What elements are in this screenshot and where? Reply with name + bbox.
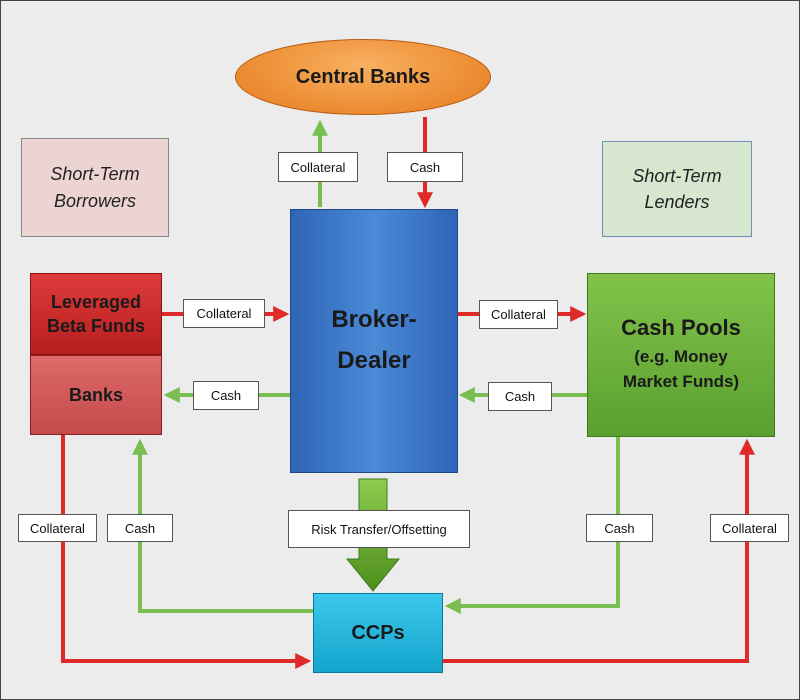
ccps-node: CCPs: [313, 593, 443, 673]
short-term-lenders-note: Short-Term Lenders: [602, 141, 752, 237]
right-cash-arrow: [444, 437, 620, 614]
right-cash-label: Cash: [586, 514, 653, 542]
left-cash-label: Cash: [107, 514, 173, 542]
cb-collateral-label: Collateral: [278, 152, 358, 182]
left-cash-arrow: [132, 438, 313, 613]
leveraged-beta-funds-node: Leveraged Beta Funds: [30, 273, 162, 355]
pools-cash-label: Cash: [488, 382, 552, 411]
right-collateral-label: Collateral: [710, 514, 789, 542]
cash-pools-node: Cash Pools (e.g. Money Market Funds): [587, 273, 775, 437]
cb-cash-label: Cash: [387, 152, 463, 182]
banks-cash-label: Cash: [193, 381, 259, 410]
cash-pools-subtitle: (e.g. Money Market Funds): [622, 347, 740, 391]
cash-pools-title: Cash Pools: [621, 315, 741, 341]
short-term-borrowers-note: Short-Term Borrowers: [21, 138, 169, 237]
right-collateral-arrow: [443, 438, 755, 663]
left-collateral-arrow: [61, 435, 312, 669]
left-collateral-label: Collateral: [18, 514, 97, 542]
central-banks-node: Central Banks: [235, 39, 491, 115]
pools-collateral-label: Collateral: [479, 300, 558, 329]
broker-dealer-node: Broker- Dealer: [290, 209, 458, 473]
lev-collateral-label: Collateral: [183, 299, 265, 328]
banks-node: Banks: [30, 355, 162, 435]
risk-transfer-label: Risk Transfer/Offsetting: [288, 510, 470, 548]
